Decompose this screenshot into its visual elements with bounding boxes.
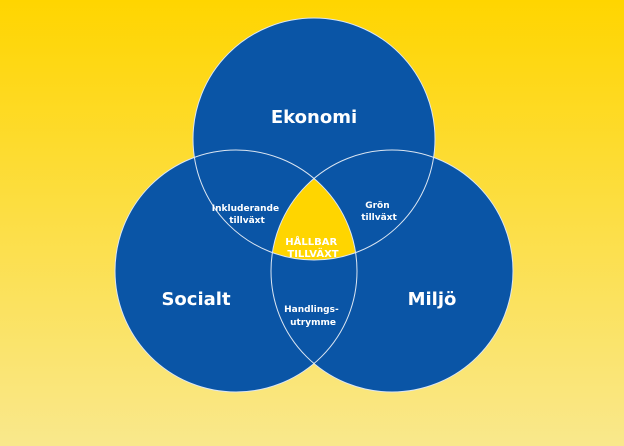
outline-miljo [270,149,514,393]
label-utrymme: utrymme [290,318,336,328]
circle-outlines [114,17,514,393]
label-handlings: Handlings- [284,305,339,315]
label-tillvaxt-left: tillväxt [229,216,265,226]
label-inkluderande-tillvaxt: Inkluderande tillväxt [212,204,282,226]
label-inkluderande: Inkluderande [212,204,279,214]
label-hallbar-tillvaxt: HÅLLBAR TILLVÄXT [285,235,340,260]
label-ekonomi: Ekonomi [271,107,357,128]
label-handlingsutrymme: Handlings- utrymme [284,305,342,328]
label-miljo: Miljö [408,289,457,310]
outline-ekonomi [192,17,436,261]
center-region-hallbar-tillvaxt [271,150,357,260]
label-hallbar: HÅLLBAR [285,235,337,248]
label-tillvaxt-right: tillväxt [361,213,397,223]
outline-socialt [114,149,358,393]
label-gron-tillvaxt: Grön tillväxt [361,201,397,223]
label-gron: Grön [365,201,389,211]
label-tillvaxt-center: TILLVÄXT [287,246,338,260]
label-socialt: Socialt [161,289,230,310]
